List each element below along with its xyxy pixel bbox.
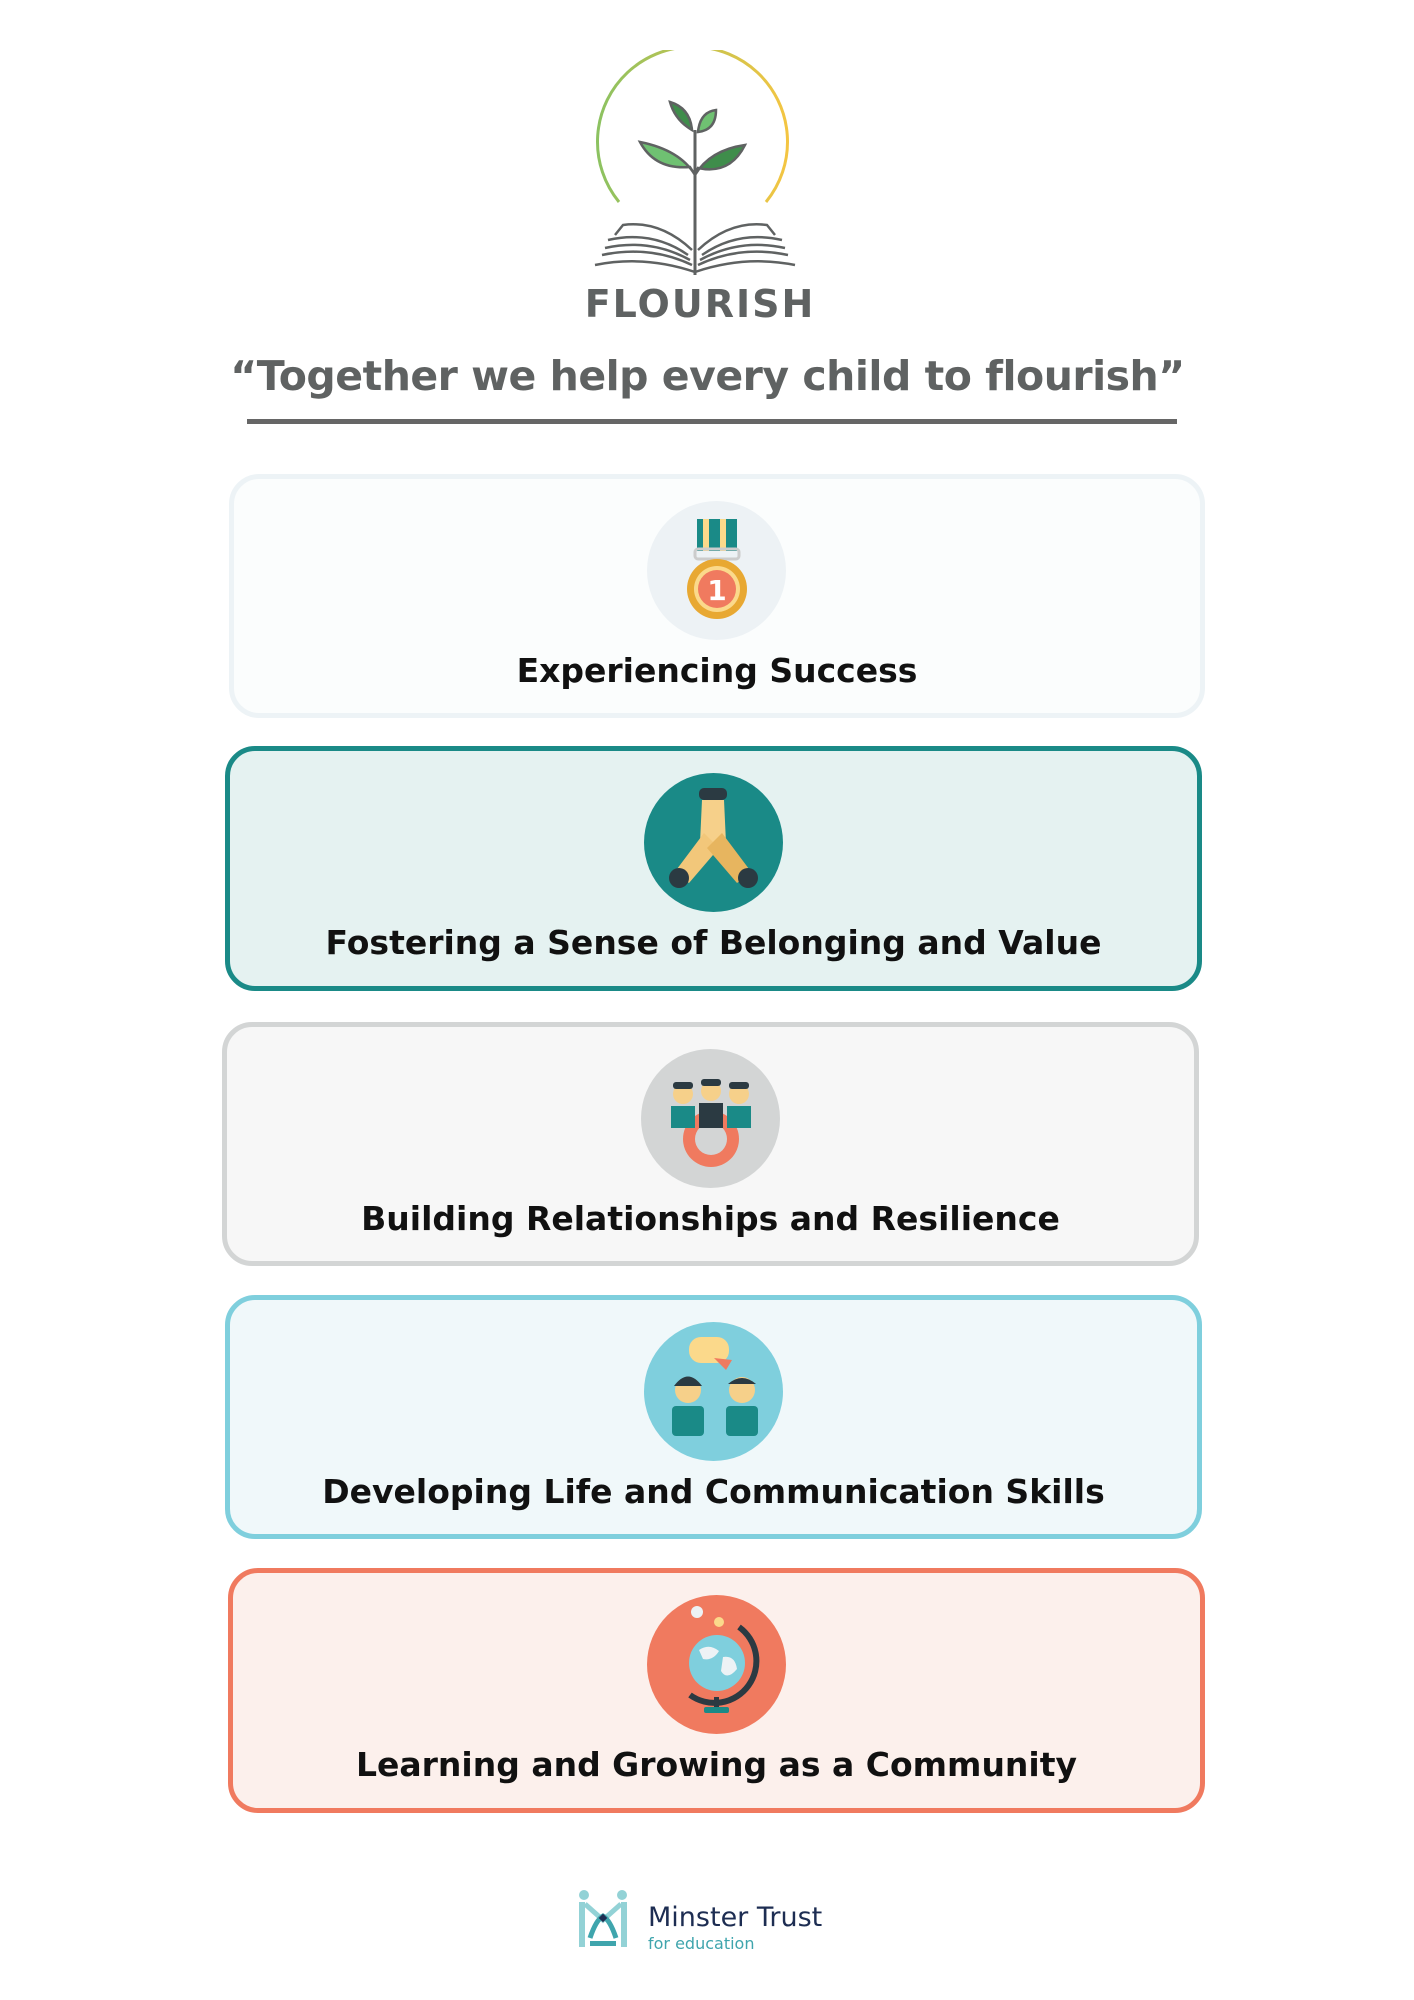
tagline-underline bbox=[247, 419, 1177, 424]
card-label: Fostering a Sense of Belonging and Value bbox=[325, 923, 1102, 962]
footer-org-name: Minster Trust bbox=[648, 1902, 823, 1933]
team-gear-icon bbox=[640, 1049, 780, 1188]
minster-trust-logo bbox=[579, 1890, 627, 1947]
card-belonging: Fostering a Sense of Belonging and Value bbox=[225, 746, 1202, 991]
brand-name: FLOURISH bbox=[584, 282, 816, 326]
conversation-icon bbox=[643, 1322, 783, 1461]
tagline: “Together we help every child to flouris… bbox=[230, 352, 1185, 400]
flourish-logo bbox=[594, 50, 796, 275]
card-communication: Developing Life and Communication Skills bbox=[225, 1295, 1202, 1539]
medal-icon: 1 bbox=[647, 501, 786, 640]
card-label: Learning and Growing as a Community bbox=[355, 1745, 1078, 1784]
card-experiencing-success: 1 Experiencing Success bbox=[229, 474, 1205, 718]
card-label: Building Relationships and Resilience bbox=[361, 1199, 1060, 1238]
card-label: Experiencing Success bbox=[516, 651, 918, 690]
globe-icon bbox=[646, 1595, 786, 1734]
card-community: Learning and Growing as a Community bbox=[228, 1568, 1205, 1813]
card-label: Developing Life and Communication Skills bbox=[322, 1472, 1105, 1511]
hands-together-icon bbox=[643, 773, 783, 912]
footer-org-subtitle: for education bbox=[648, 1934, 755, 1953]
card-relationships: Building Relationships and Resilience bbox=[222, 1022, 1199, 1266]
svg-text:1: 1 bbox=[707, 574, 726, 607]
